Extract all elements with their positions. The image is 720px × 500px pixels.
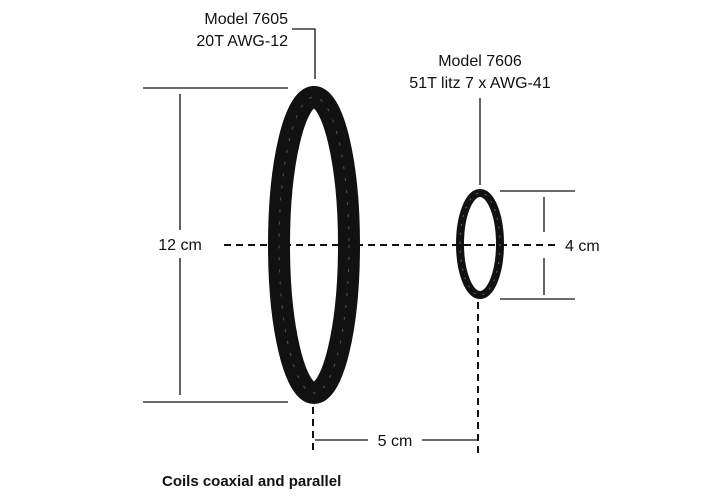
large-coil-leader [292,28,316,79]
large-coil-model: Model 7605 [204,11,288,28]
large-coil-spec: 20T AWG-12 [196,33,288,50]
small-diameter-label: 4 cm [565,238,600,255]
caption: Coils coaxial and parallel [162,473,341,490]
separation-label: 5 cm [378,433,413,450]
small-coil [456,189,504,299]
large-coil [268,86,360,404]
small-coil-model: Model 7606 [438,53,522,70]
small-coil-spec: 51T litz 7 x AWG-41 [409,75,550,92]
large-diameter-label: 12 cm [158,237,202,254]
